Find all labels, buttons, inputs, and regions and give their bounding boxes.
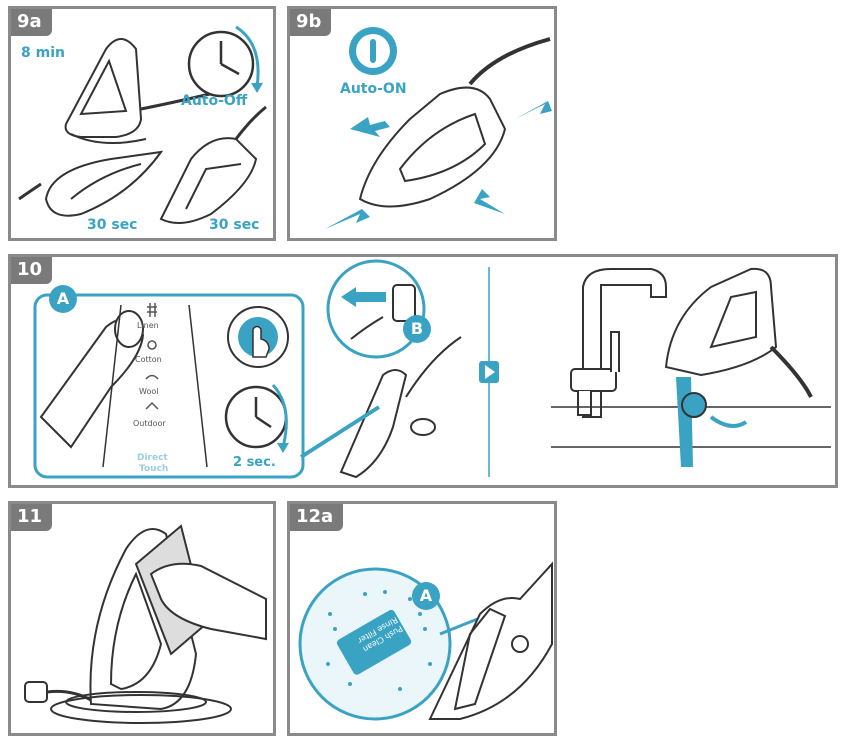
panel-10: 10 A B Linen Cotton Wool Outdoor Direct … — [8, 254, 838, 488]
move-arrows-icon — [325, 101, 552, 229]
clock-icon — [187, 25, 263, 98]
unplug-inset — [326, 259, 426, 359]
outdoor-icon — [145, 401, 159, 410]
iron-drawing — [428, 561, 553, 720]
glow-dots — [326, 590, 432, 691]
linen-icon — [147, 303, 157, 317]
callout-a-badge: A — [49, 285, 77, 313]
flat-iron-drawing — [18, 150, 164, 217]
clean-valve — [681, 392, 707, 418]
auto-on-label: Auto-ON — [340, 81, 407, 97]
step-tag: 10 — [11, 257, 53, 284]
arrow-left-icon — [341, 287, 386, 307]
iron-drawing — [358, 37, 551, 208]
direct-touch-label-2: Touch — [139, 464, 169, 474]
display-screen — [336, 609, 412, 675]
faucet-drawing — [570, 268, 667, 418]
hold-time-label: 2 sec. — [233, 455, 276, 470]
plug-drawing — [24, 681, 92, 703]
panel-12a-illustration — [298, 561, 553, 721]
inverted-iron-drawing — [664, 267, 813, 398]
water-stream — [676, 377, 693, 467]
panel-9b-illustration — [325, 27, 552, 229]
panel-10-illustration — [33, 259, 831, 479]
panel-9a: 9a 8 min Auto-Off 30 sec 30 sec — [8, 6, 276, 241]
cotton-icon — [147, 340, 157, 350]
auto-off-label: Auto-Off — [181, 93, 248, 109]
step-tag: 11 — [11, 504, 53, 531]
mode-linen-label: Linen — [137, 321, 159, 330]
direct-touch-label-1: Direct — [137, 453, 168, 463]
callout-a-badge: A — [412, 582, 440, 610]
panel-9a-illustration — [18, 25, 267, 224]
side-iron-drawing — [159, 105, 267, 224]
callout-b-badge: B — [403, 315, 431, 343]
step-tag: 9b — [290, 9, 332, 36]
wool-icon — [145, 374, 159, 380]
clock-icon — [224, 383, 289, 453]
step-tag: 12a — [290, 504, 344, 531]
mode-outdoor-label: Outdoor — [133, 419, 166, 428]
touch-icon — [227, 306, 289, 368]
panel-11-illustration — [24, 524, 267, 724]
timer-upright-label: 8 min — [21, 45, 65, 61]
mode-icons — [145, 303, 159, 410]
finger-drawing — [39, 310, 145, 449]
power-icon — [349, 27, 397, 75]
iron-handle-drawing — [339, 336, 462, 479]
step-tag: 9a — [11, 9, 52, 36]
hand-drawing — [149, 562, 267, 641]
mode-wool-label: Wool — [139, 387, 159, 396]
mode-cotton-label: Cotton — [135, 355, 162, 364]
timer-flat-label: 30 sec — [87, 217, 138, 233]
panel-9b: 9b Auto-ON — [287, 6, 557, 241]
panel-12a: 12a A Push Clean Rinse Filter — [287, 501, 557, 736]
panel-11: 11 — [8, 501, 276, 736]
timer-side-label: 30 sec — [209, 217, 260, 233]
